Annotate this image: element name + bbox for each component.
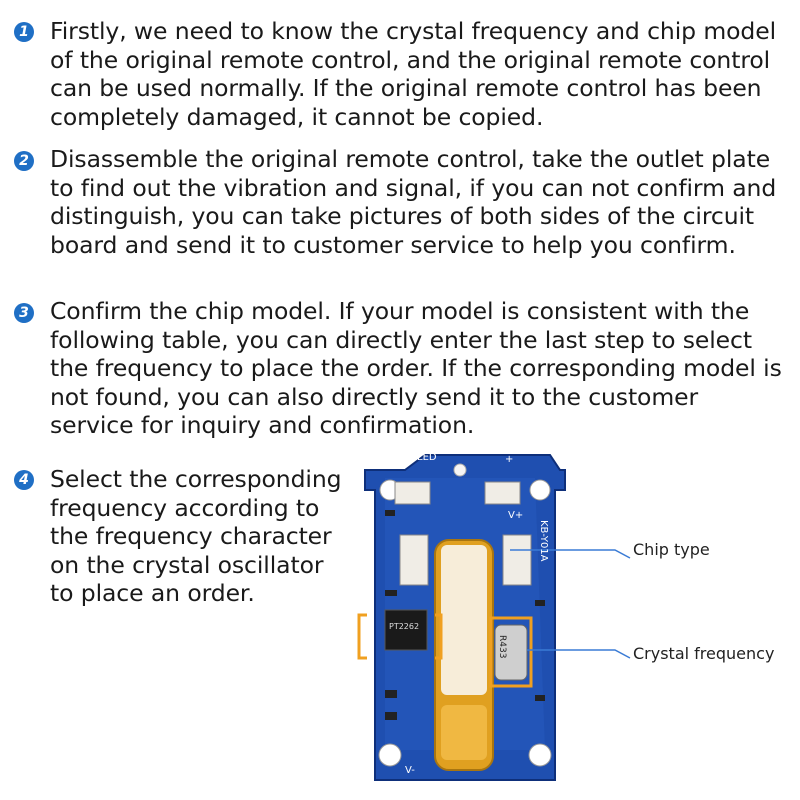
callout-line-crystal — [527, 649, 631, 659]
step-1-number-badge: 1 — [14, 22, 34, 42]
circuit-board-svg — [357, 454, 631, 781]
chip-bracket — [357, 613, 367, 660]
board-label-model: KB-Y01A — [538, 520, 549, 562]
mount-hole-top-right — [529, 479, 551, 501]
step-3-text: Confirm the chip model. If your model is… — [50, 297, 782, 439]
board-label-plus: + — [505, 454, 514, 465]
crystal-oscillator — [494, 624, 528, 681]
step-3-number-badge: 3 — [14, 303, 34, 323]
callout-crystal-frequency: Crystal frequency — [633, 644, 775, 663]
chip-ic — [384, 609, 428, 651]
step-4-text: Select the corresponding frequency accor… — [50, 465, 342, 607]
tact-switch-4 — [502, 534, 532, 586]
callout-line-chip — [510, 549, 631, 559]
step-4-number-badge: 4 — [14, 470, 34, 490]
tact-switch-3 — [399, 534, 429, 586]
board-label-vplus: V+ — [508, 510, 524, 521]
mount-hole-bottom-right — [528, 743, 552, 767]
board-label-led: LED — [417, 452, 437, 463]
tact-switch-2 — [484, 481, 521, 505]
board-label-crystal: R433 — [497, 635, 507, 659]
circuit-board-figure: LED + V+ KB-Y01A PT2262 R433 V- Chip typ… — [345, 450, 795, 790]
tact-switch-1 — [394, 481, 431, 505]
mount-hole-bottom-left — [378, 743, 402, 767]
callout-chip-type: Chip type — [633, 540, 710, 559]
step-2-text: Disassemble the original remote control,… — [50, 145, 777, 259]
board-label-chip: PT2262 — [389, 622, 420, 631]
step-1-text: Firstly, we need to know the crystal fre… — [50, 17, 777, 131]
led-icon — [453, 463, 467, 477]
step-2-number-badge: 2 — [14, 151, 34, 171]
board-label-vminus: V- — [405, 765, 415, 776]
